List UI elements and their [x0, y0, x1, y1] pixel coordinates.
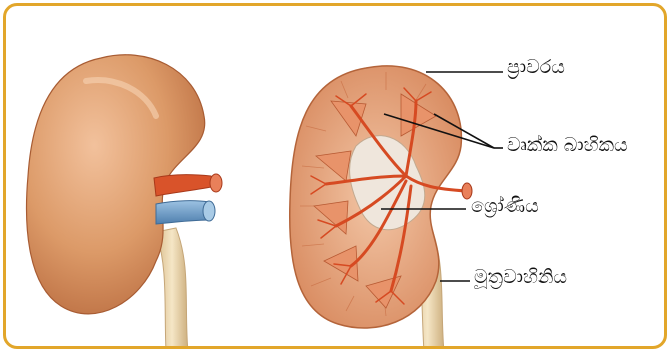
label-ureter: මූත්‍රවාහිනිය — [474, 268, 567, 287]
diagram-frame: ප්‍රාවරය වෘක්ක බාහිකය ශ්‍රෝණිය මූත්‍රවාහ… — [3, 3, 667, 349]
sectioned-kidney — [290, 66, 472, 349]
label-pelvis: ශ්‍රෝණිය — [471, 197, 539, 216]
kidney-illustration — [6, 6, 667, 349]
label-cortex: වෘක්ක බාහිකය — [507, 136, 628, 155]
external-kidney — [27, 55, 222, 349]
label-capsule: ප්‍රාවරය — [507, 58, 565, 77]
